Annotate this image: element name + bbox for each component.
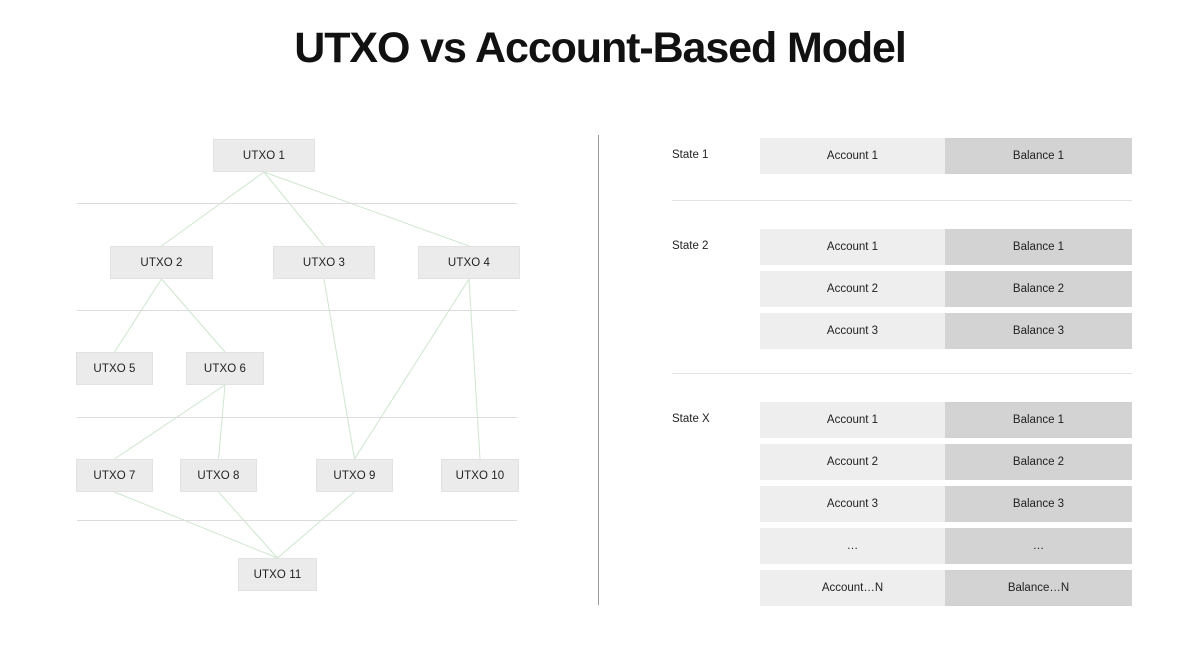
utxo-level-rule-2: [77, 310, 517, 311]
utxo-edge-utxo2-to-utxo6: [161, 278, 226, 353]
balance-cell: Balance 1: [945, 138, 1132, 174]
state-label-1: State 1: [672, 149, 709, 161]
account-cell: Account…N: [760, 570, 945, 606]
utxo-edge-utxo6-to-utxo8: [218, 384, 226, 460]
utxo-level-rule-4: [77, 520, 517, 521]
utxo-node-utxo2[interactable]: UTXO 2: [110, 246, 213, 279]
account-cell: Account 1: [760, 138, 945, 174]
utxo-node-utxo10[interactable]: UTXO 10: [441, 459, 519, 492]
page-title: UTXO vs Account-Based Model: [294, 24, 907, 72]
balance-cell: Balance 2: [945, 444, 1132, 480]
utxo-node-utxo5[interactable]: UTXO 5: [76, 352, 153, 385]
account-cell: Account 3: [760, 486, 945, 522]
balance-cell: Balance 2: [945, 271, 1132, 307]
balance-cell: Balance 3: [945, 313, 1132, 349]
balance-cell: Balance 1: [945, 229, 1132, 265]
balance-cell: Balance…N: [945, 570, 1132, 606]
utxo-edge-utxo1-to-utxo2: [161, 171, 265, 247]
account-cell: Account 2: [760, 444, 945, 480]
utxo-level-rule-3: [77, 417, 517, 418]
state-label-3: State X: [672, 413, 710, 425]
utxo-node-utxo9[interactable]: UTXO 9: [316, 459, 393, 492]
utxo-model-panel: UTXO 1 UTXO 2 UTXO 3 UTXO 4 UTXO 5 UTXO 6 UTXO…: [0, 0, 598, 670]
utxo-edge-utxo6-to-utxo7: [114, 384, 226, 460]
account-cell: Account 1: [760, 229, 945, 265]
account-cell: …: [760, 528, 945, 564]
utxo-edge-utxo9-to-utxo11: [277, 491, 355, 559]
utxo-edge-utxo1-to-utxo4: [263, 171, 470, 247]
utxo-node-utxo4[interactable]: UTXO 4: [418, 246, 520, 279]
utxo-edge-utxo4-to-utxo9: [354, 278, 470, 460]
account-cell: Account 3: [760, 313, 945, 349]
account-row[interactable]: ……: [760, 528, 1132, 564]
state-separator-2: [672, 373, 1132, 374]
state-label-2: State 2: [672, 240, 709, 252]
utxo-edge-utxo3-to-utxo9: [323, 278, 355, 460]
utxo-node-utxo3[interactable]: UTXO 3: [273, 246, 375, 279]
state-separator-1: [672, 200, 1132, 201]
balance-cell: Balance 3: [945, 486, 1132, 522]
utxo-edge-utxo1-to-utxo3: [263, 171, 325, 247]
utxo-edge-utxo2-to-utxo5: [114, 278, 162, 353]
balance-cell: Balance 1: [945, 402, 1132, 438]
account-cell: Account 1: [760, 402, 945, 438]
utxo-node-utxo7[interactable]: UTXO 7: [76, 459, 153, 492]
utxo-edge-utxo8-to-utxo11: [218, 491, 278, 559]
balance-cell: …: [945, 528, 1132, 564]
utxo-node-utxo8[interactable]: UTXO 8: [180, 459, 257, 492]
utxo-level-rule-1: [77, 203, 517, 204]
utxo-edge-utxo4-to-utxo10: [468, 278, 481, 460]
account-cell: Account 2: [760, 271, 945, 307]
utxo-node-utxo6[interactable]: UTXO 6: [186, 352, 264, 385]
utxo-edge-utxo7-to-utxo11: [114, 491, 278, 559]
utxo-node-utxo1[interactable]: UTXO 1: [213, 139, 315, 172]
panel-divider: [598, 135, 599, 605]
utxo-node-utxo11[interactable]: UTXO 11: [238, 558, 317, 591]
